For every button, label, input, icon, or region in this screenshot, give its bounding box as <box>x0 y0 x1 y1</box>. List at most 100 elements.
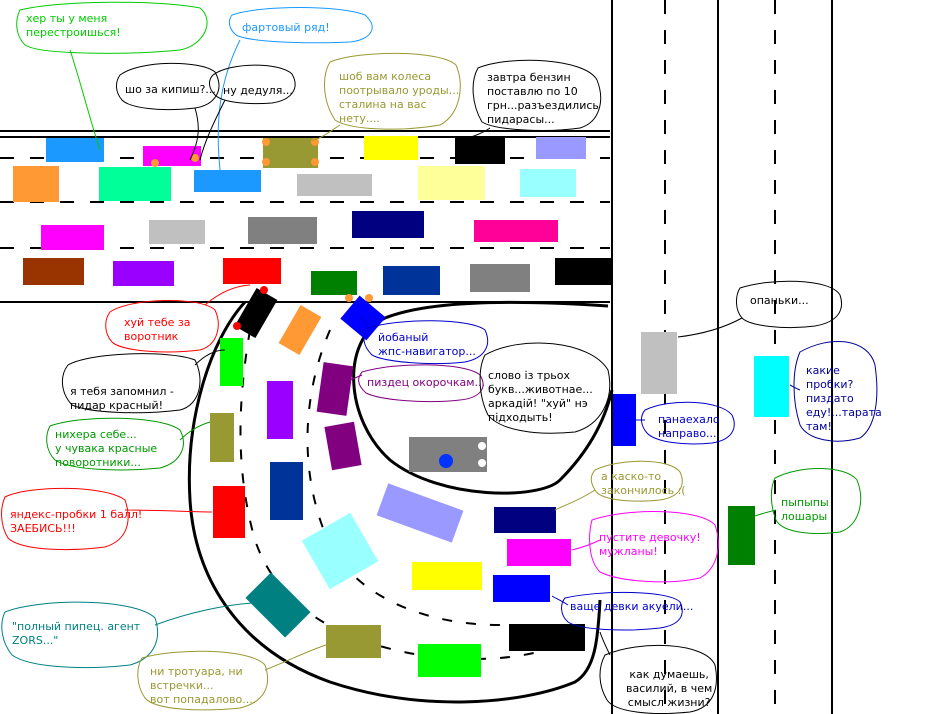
caption-line: какие <box>806 364 840 377</box>
caption-kasko: а каско-то закончилось :( <box>601 470 686 498</box>
road-edges <box>0 0 833 714</box>
car-green-right <box>728 506 755 565</box>
caption-line: как думаешь, <box>629 668 709 681</box>
bubble-collar <box>105 284 251 353</box>
headlight-4 <box>262 158 270 166</box>
caption-line: підходыть! <box>488 411 553 424</box>
caption-commotion: шо за кипиш?... <box>125 83 216 97</box>
caption-okorochka: пиздец окорочкам... <box>367 376 485 390</box>
ramp-loop <box>187 300 614 704</box>
speech-bubbles <box>1 1 878 714</box>
caption-petrol: завтра бензин поставлю по 10 грн...разъе… <box>487 71 599 127</box>
caption-line: пробки? <box>806 378 854 391</box>
car-teal <box>245 572 311 638</box>
car-hotpink <box>474 220 558 242</box>
caption-traffic-jam: какие пробки? пиздато еду!...тарата там! <box>806 364 882 434</box>
bubble-grandpa <box>199 64 296 161</box>
headlight-2 <box>191 154 199 162</box>
car-silver-vertical <box>641 332 677 394</box>
bubble-losers <box>754 468 862 534</box>
caption-sidewalk: ни тротуара, ни встречки... вот попадало… <box>150 665 256 707</box>
headlight-6 <box>311 158 319 166</box>
turn-signal-1 <box>260 286 268 294</box>
caption-line: фартовый ряд! <box>242 21 330 34</box>
caption-line: ваще девки акуели... <box>570 600 694 613</box>
caption-line: опаньки... <box>750 294 809 307</box>
headlight-1 <box>151 159 159 167</box>
caption-line: нету.... <box>339 112 380 125</box>
caption-line: букв...животнае... <box>488 383 593 396</box>
caption-lucky-lane: фартовый ряд! <box>242 21 330 35</box>
car-top-olive <box>263 138 318 168</box>
caption-wheels: шоб вам колеса поотрывало уроды... стали… <box>339 70 459 126</box>
car-khaki <box>210 413 234 462</box>
caption-line: хуй тебе за <box>124 316 191 329</box>
caption-line: там! <box>806 420 832 433</box>
car-blue-bottom <box>493 575 550 602</box>
center-car-driver <box>439 454 453 468</box>
car-lime-bottom <box>418 644 481 677</box>
caption-line: панаехало <box>658 413 720 426</box>
caption-line: грн...разъездились <box>487 99 599 112</box>
car-olive-bottom <box>326 625 381 658</box>
caption-line: шоб вам колеса <box>339 70 432 83</box>
car-green <box>311 271 357 295</box>
caption-line: лошары <box>781 510 828 523</box>
caption-opanki: опаньки... <box>750 294 809 308</box>
car-blue-navigator <box>340 295 386 341</box>
car-top-lavender <box>536 137 586 159</box>
caption-line: слово із трьох <box>488 369 571 382</box>
caption-line: поворотники... <box>55 456 141 469</box>
car-black-turning <box>234 287 278 339</box>
caption-navigator: йобаный жпс-навигатор... <box>378 331 476 359</box>
turn-signal-2 <box>233 322 241 330</box>
bubble-navigator <box>359 314 489 365</box>
bubble-right-turn <box>636 401 735 445</box>
caption-line: пыпыпы <box>781 496 829 509</box>
navigator-light-2 <box>365 294 373 302</box>
caption-line: василий, в чем <box>626 682 713 695</box>
car-top-black <box>455 138 505 164</box>
caption-line: ZORS..." <box>12 634 59 647</box>
car-purple <box>267 381 293 439</box>
car-plum <box>316 362 354 416</box>
caption-line: нихера себе... <box>55 428 137 441</box>
car-orange-turning <box>278 304 322 356</box>
caption-rebuild: хер ты у меня перестроишься! <box>26 12 121 40</box>
caption-line: воротник <box>124 330 179 343</box>
car-black-bottom <box>509 624 585 651</box>
caption-riddle: слово із трьох букв...животнае... аркаді… <box>488 369 593 425</box>
car-gray <box>248 217 317 244</box>
caption-line: а каско-то <box>601 470 662 483</box>
car-orange <box>13 166 59 202</box>
car-magenta-bottom <box>507 539 571 566</box>
caption-line: йобаный <box>378 331 429 344</box>
car-yellow-bottom <box>412 562 482 590</box>
caption-line: завтра бензин <box>487 71 571 84</box>
caption-line: ни тротуара, ни <box>150 665 243 678</box>
bubble-remember <box>62 349 226 414</box>
caption-line: поотрывало уроды... <box>339 84 460 97</box>
car-periwinkle <box>376 483 464 543</box>
caption-line: перестроишься! <box>26 26 121 39</box>
car-mint <box>99 167 171 201</box>
headlight-3 <box>262 138 270 146</box>
caption-line: пустите девочку! <box>599 531 701 544</box>
caption-line: "полный пипец. агент <box>12 620 141 633</box>
caption-losers: пыпыпы лошары <box>781 496 829 524</box>
caption-line: пиздец окорочкам... <box>367 376 486 389</box>
car-cyan-right <box>754 356 789 417</box>
caption-line: сталина на вас <box>339 98 427 111</box>
ramp-outer-edge <box>187 300 602 704</box>
caption-meaning: как думаешь, василий, в чем смысл жизни? <box>626 668 712 710</box>
bubble-sidewalk <box>137 644 327 711</box>
car-darkblue <box>383 266 440 295</box>
caption-line: закончилось :( <box>601 484 686 497</box>
caption-line: мужланы! <box>599 545 658 558</box>
bubble-kasko <box>554 460 683 511</box>
caption-line: поставлю по 10 <box>487 85 578 98</box>
bubble-girls <box>551 591 683 631</box>
caption-right-turn: панаехало направо... <box>658 413 720 441</box>
caption-collar: хуй тебе за воротник <box>124 316 190 344</box>
